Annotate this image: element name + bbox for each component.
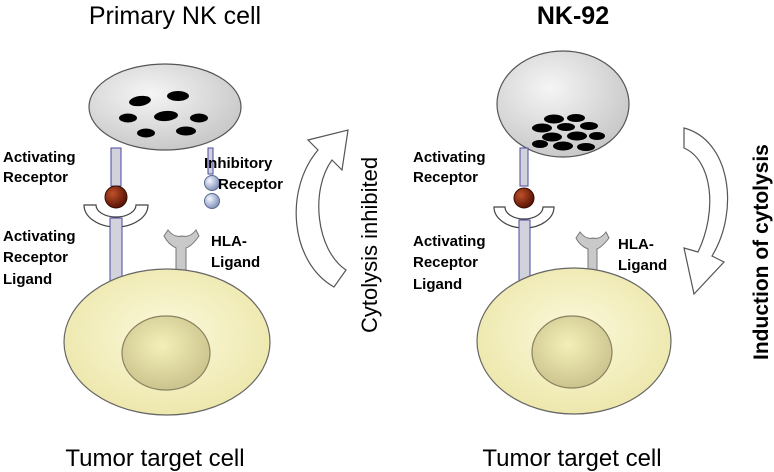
left-activating-receptor-ball	[104, 185, 128, 209]
right-hla-ligand	[575, 231, 610, 273]
left-inhibitory-receptor-ball-bottom	[204, 193, 220, 209]
right-activating-receptor-stalk	[519, 147, 529, 187]
left-inhibitory-receptor-ball-top	[204, 175, 220, 191]
left-activating-ligand-label: Activating Receptor Ligand	[3, 228, 80, 288]
left-footer: Tumor target cell	[65, 445, 244, 472]
left-hla-ligand-label: HLA- Ligand	[211, 233, 260, 271]
right-title: NK-92	[537, 2, 609, 30]
right-side-label: Induction of cytolysis	[750, 144, 773, 360]
right-activating-receptor-label: Activating Receptor	[413, 149, 490, 186]
left-nk-cell	[88, 63, 242, 151]
right-tumor-nucleus	[531, 315, 613, 389]
right-nk-cell	[496, 50, 630, 158]
left-inhibitory-receptor-label: Inhibitory Receptor	[204, 155, 283, 193]
left-tumor-nucleus	[121, 315, 211, 391]
left-hla-ligand	[163, 229, 200, 273]
left-panel: Primary NK cell Ac	[3, 2, 382, 472]
left-ligand-cup	[83, 204, 149, 228]
right-activating-receptor-ball	[513, 187, 535, 209]
cytolysis-inhibited-arrow	[295, 129, 349, 288]
left-title: Primary NK cell	[89, 2, 261, 30]
right-activating-ligand-label: Activating Receptor Ligand	[413, 233, 490, 293]
left-side-label: Cytolysis inhibited	[357, 157, 382, 333]
left-granules	[119, 91, 208, 138]
right-ligand-cup	[493, 206, 555, 229]
left-activating-receptor-label: Activating Receptor	[3, 149, 80, 186]
right-panel: NK-92 Activating	[413, 2, 773, 472]
right-granules	[532, 114, 605, 151]
right-hla-ligand-label: HLA- Ligand	[618, 236, 667, 274]
right-footer: Tumor target cell	[482, 445, 661, 472]
left-activating-receptor-stalk	[110, 147, 122, 187]
left-inhibitory-receptor-stalk	[207, 147, 214, 175]
induction-of-cytolysis-arrow	[683, 127, 729, 296]
